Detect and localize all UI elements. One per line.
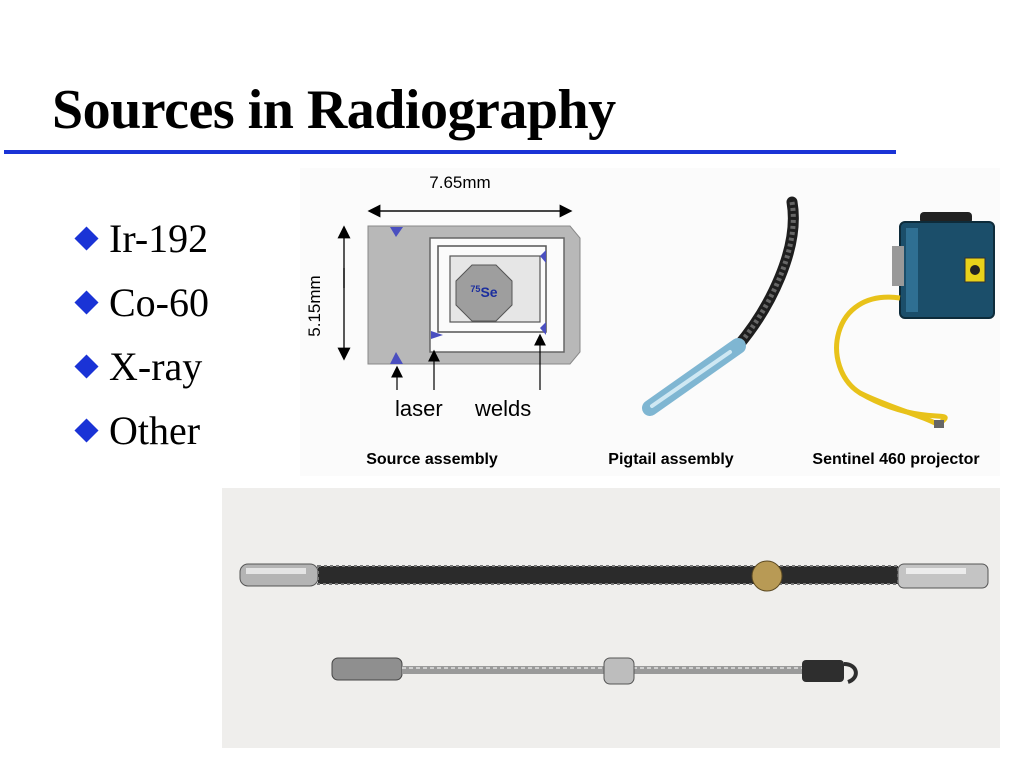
bullet-item: Ir-192 [74, 206, 209, 270]
source-cables-photo [222, 488, 1000, 748]
welds-label: welds [474, 396, 531, 421]
bullet-item: Co-60 [74, 270, 209, 334]
caption-projector: Sentinel 460 projector [812, 451, 979, 468]
caption-pigtail-assembly: Pigtail assembly [608, 451, 733, 468]
diamond-bullet-icon [74, 225, 99, 251]
laser-weld-marker [390, 352, 403, 364]
se75-pellet [455, 264, 513, 322]
projector-image [834, 212, 995, 429]
weld-marker [540, 322, 546, 335]
equipment-figure: 7.65mm 5.15mm 75Se laser welds [300, 168, 1000, 476]
pigtail-assembly-image [642, 196, 799, 416]
wire-cable [331, 657, 858, 685]
bullet-text: Ir-192 [109, 215, 209, 261]
width-dimension-label: 7.65mm [429, 173, 490, 192]
slide-title: Sources in Radiography [52, 79, 616, 141]
caption-source-assembly: Source assembly [366, 451, 498, 468]
bullet-text: Co-60 [109, 279, 209, 325]
bullet-item: Other [74, 398, 209, 462]
bullet-text: X-ray [109, 343, 203, 389]
weld-marker [390, 227, 403, 237]
weld-marker [540, 250, 546, 263]
height-dimension-label: 5.15mm [305, 275, 324, 336]
diamond-bullet-icon [74, 289, 99, 315]
isotope-label: 75Se [470, 284, 497, 300]
diamond-bullet-icon [74, 417, 99, 443]
bullet-item: X-ray [74, 334, 209, 398]
laser-label: laser [395, 396, 443, 421]
pigtail-cable [239, 560, 989, 592]
weld-marker [431, 331, 443, 339]
title-underline [4, 150, 896, 154]
bullet-text: Other [109, 407, 201, 453]
inner-capsule [437, 245, 547, 333]
bullet-list: Ir-192 Co-60 X-ray Other [74, 206, 209, 462]
diamond-bullet-icon [74, 353, 99, 379]
